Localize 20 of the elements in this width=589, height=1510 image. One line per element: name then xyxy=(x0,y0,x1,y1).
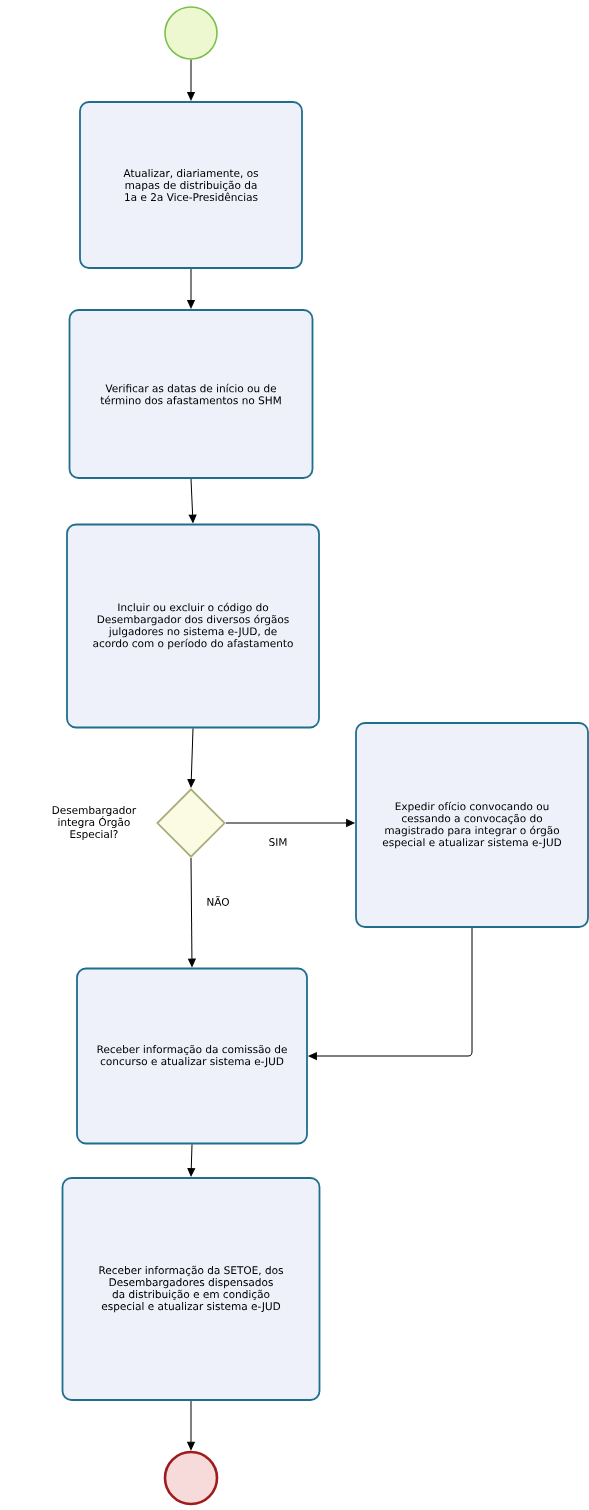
arrow xyxy=(308,927,473,1060)
task-box: Atualizar, diariamente, os mapas de distribuição da 1a e 2a Vice-Presidências xyxy=(79,101,303,269)
arrow xyxy=(225,819,355,827)
task-box: Receber informação da comissão de concurso e atualizar sistema e-JUD xyxy=(76,967,308,1145)
edge-label: NÃO xyxy=(205,895,231,907)
arrow xyxy=(188,857,196,967)
arrow xyxy=(187,1400,195,1450)
start-event-circle xyxy=(164,6,218,60)
edge-label: SIM xyxy=(267,837,289,847)
task-box: Expedir ofício convocando ou cessando a convocação do magistrado para integrar o órgão especial e atualizar sistema e-JUD xyxy=(355,722,589,928)
arrow xyxy=(187,1143,196,1177)
task-box: Incluir ou excluir o código do Desembargador dos diversos órgãos julgadores no sistema e-JUD, de acordo com o período do afastamento xyxy=(66,523,320,729)
arrow xyxy=(188,478,197,523)
end-event-circle xyxy=(163,1450,219,1506)
task-box: Receber informação da SETOE, dos Desembargadores dispensados da distribuição e em condição especial e atualizar sistema e-JUD xyxy=(61,1177,321,1401)
task-box: Verificar as datas de início ou de término dos afastamentos no SHM xyxy=(68,309,314,479)
arrow xyxy=(187,727,196,788)
arrow xyxy=(187,59,195,101)
arrow xyxy=(187,268,195,309)
question-label: Desembargador integra Órgão Especial? xyxy=(52,805,137,841)
